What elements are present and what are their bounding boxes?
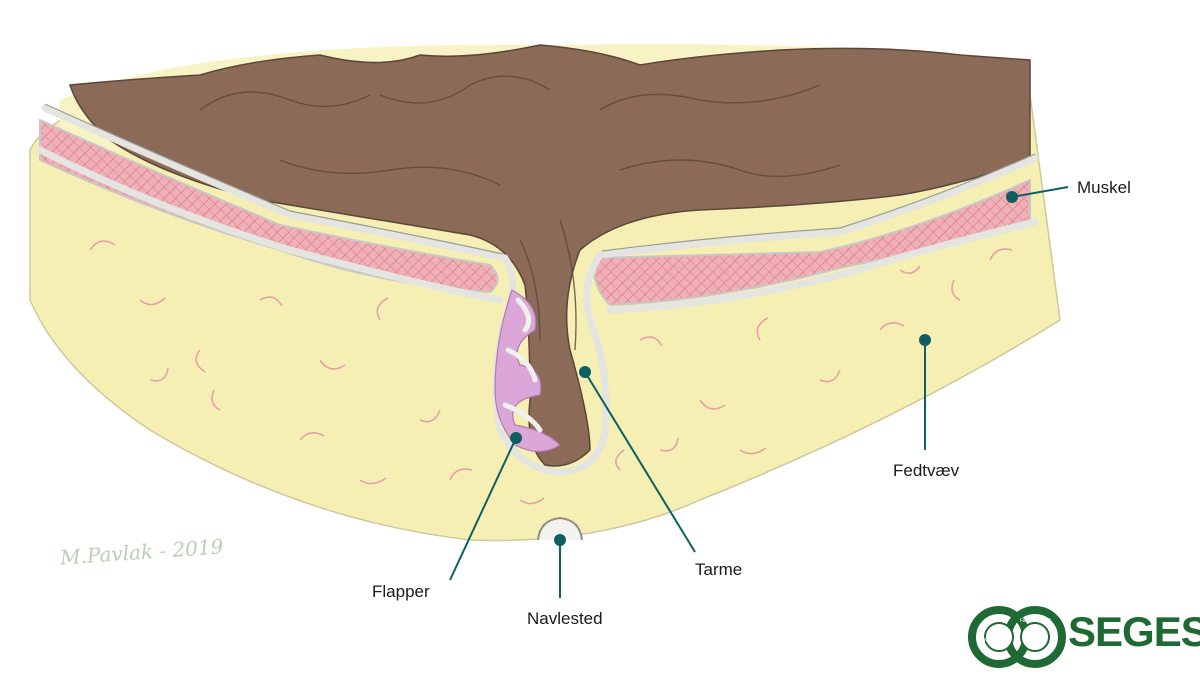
muscle-left bbox=[39, 118, 499, 294]
marker-muskel bbox=[1006, 191, 1018, 203]
seges-wordmark: SEGES bbox=[1068, 608, 1200, 655]
label-tarme: Tarme bbox=[695, 560, 743, 579]
label-navlested: Navlested bbox=[527, 609, 603, 628]
logo-ring-left-text: LANDBRUG bbox=[978, 638, 1006, 644]
marker-flapper bbox=[510, 432, 522, 444]
membrane bbox=[36, 104, 1039, 476]
marker-fedtvaev bbox=[919, 334, 931, 346]
logo-ring-right-text: FØDEVARER bbox=[1020, 618, 1051, 624]
intestine-mass bbox=[68, 44, 1031, 467]
label-muskel: Muskel bbox=[1077, 178, 1131, 197]
leader-lines bbox=[449, 186, 1069, 598]
marker-navlested bbox=[554, 534, 566, 546]
marker-tarme bbox=[579, 366, 591, 378]
label-fedtvaev: Fedtvæv bbox=[893, 461, 960, 480]
seges-logo: LANDBRUG FØDEVARER bbox=[968, 606, 1066, 668]
label-flapper: Flapper bbox=[372, 582, 430, 601]
navel bbox=[537, 516, 583, 541]
hernia-sac-flaps bbox=[494, 289, 561, 453]
